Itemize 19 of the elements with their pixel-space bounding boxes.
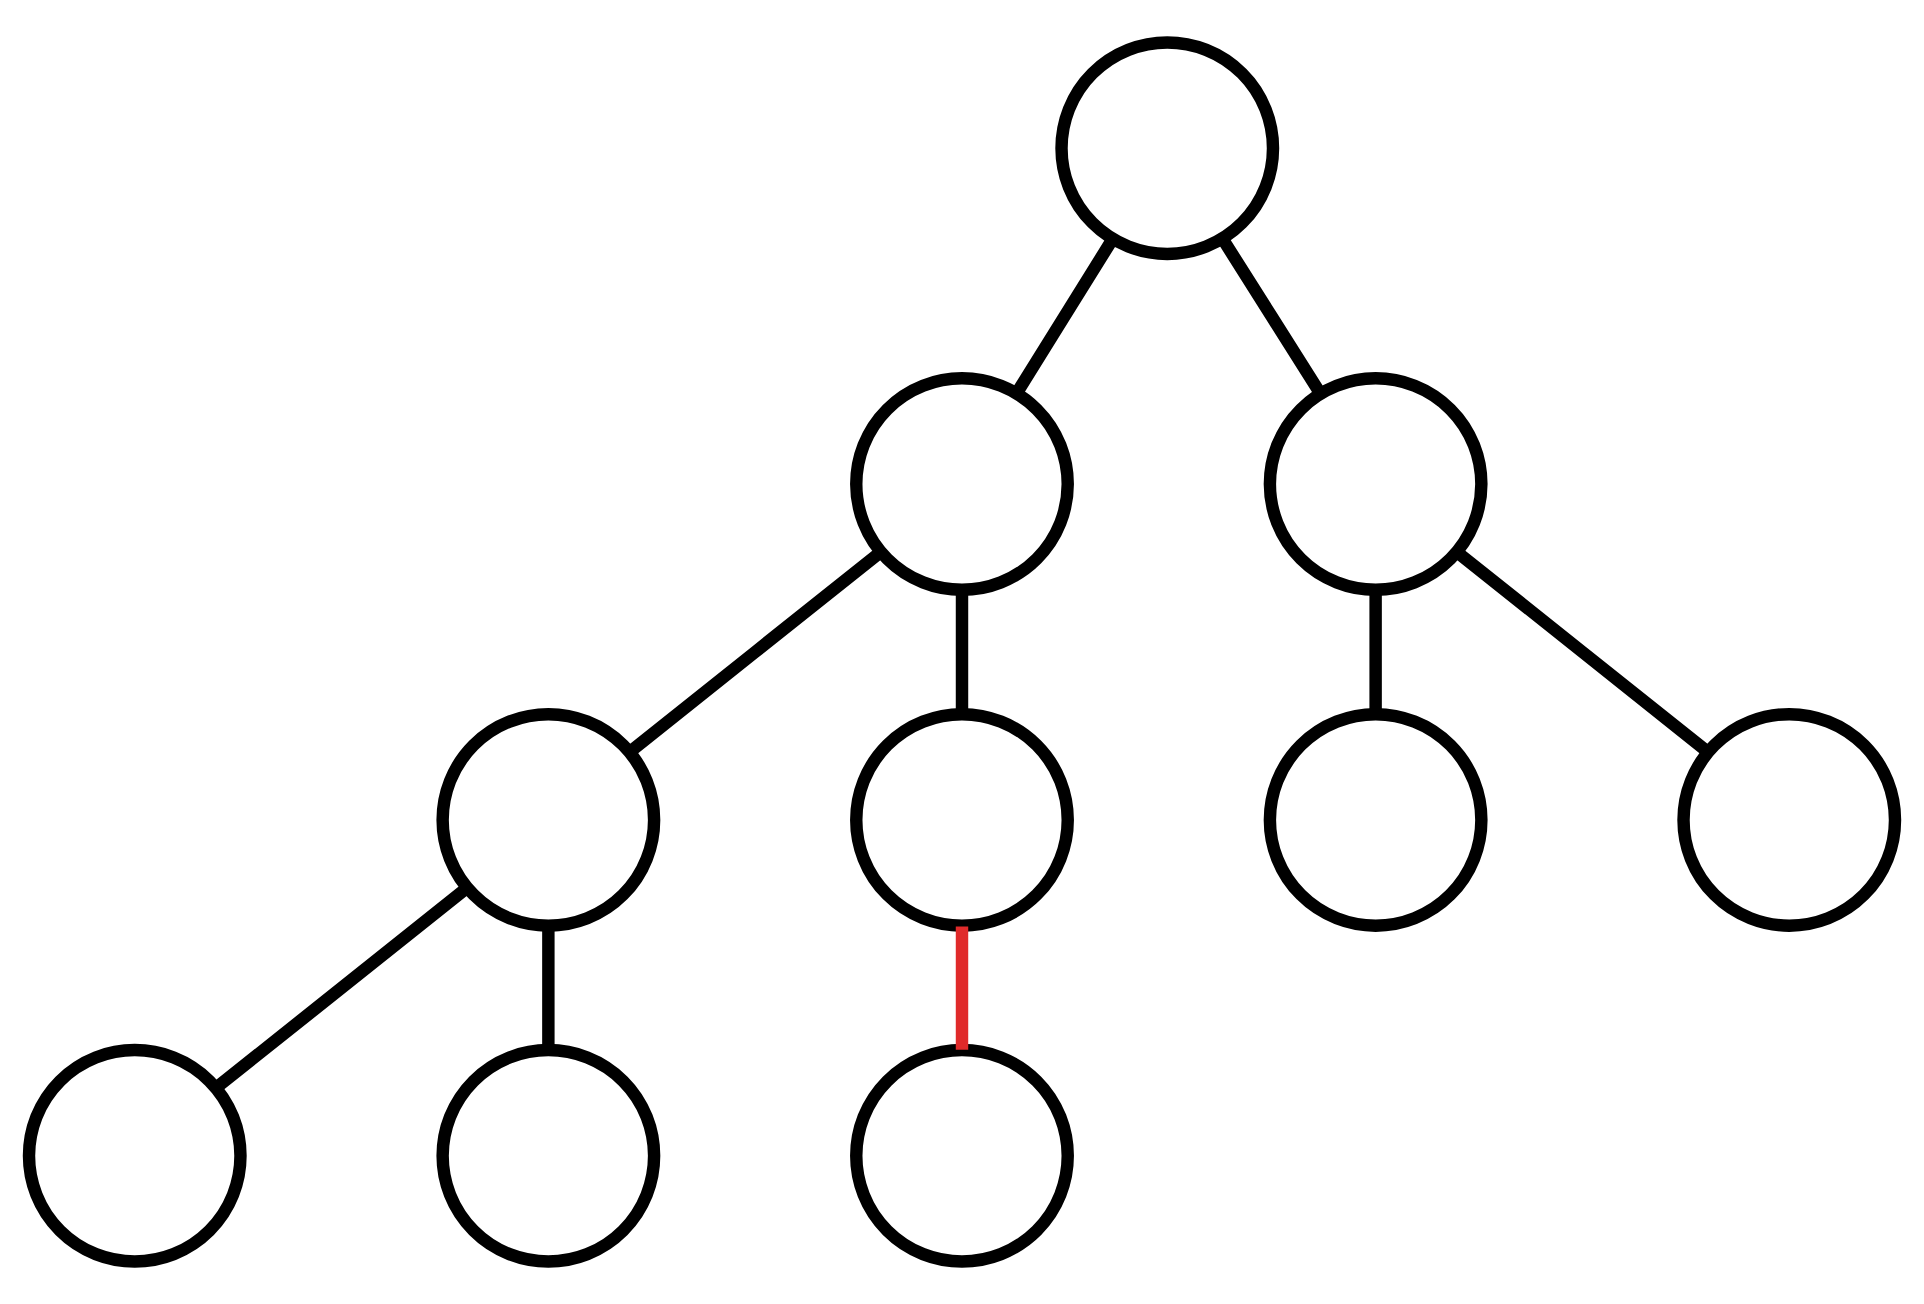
- node-circle: [436, 708, 661, 932]
- connector: [1011, 236, 1118, 396]
- node-circle: [850, 1043, 1074, 1268]
- connector: [955, 926, 969, 1050]
- node-circle: [1263, 372, 1488, 596]
- connector: [212, 883, 471, 1093]
- connector: [542, 926, 555, 1050]
- connector: [1453, 547, 1712, 757]
- connector: [1369, 590, 1382, 714]
- connector: [1217, 235, 1326, 397]
- node-circle: [1055, 36, 1280, 261]
- node-circle: [436, 1043, 661, 1268]
- node-circle: [850, 372, 1074, 596]
- node-circle: [1677, 708, 1902, 932]
- node-circle: [1263, 708, 1488, 932]
- connector: [955, 590, 969, 714]
- connector: [626, 547, 885, 757]
- node-circle: [22, 1043, 247, 1268]
- node-circle: [850, 708, 1074, 932]
